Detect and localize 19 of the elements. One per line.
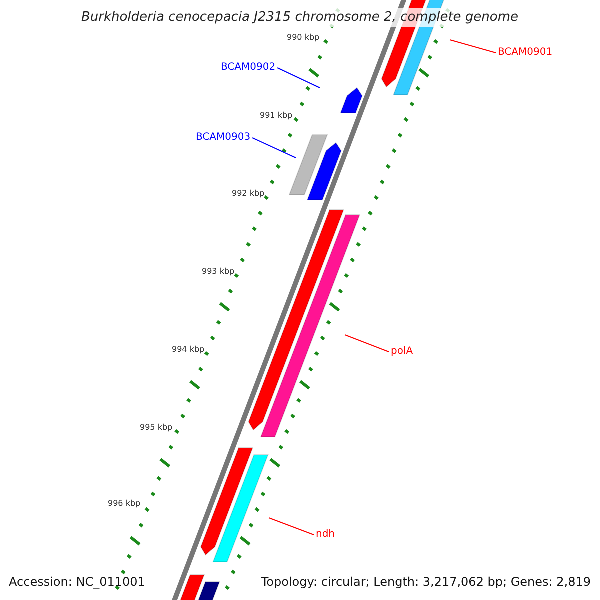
gene-label: polA <box>391 347 414 357</box>
gene-label: ndh <box>316 530 336 540</box>
scale-label: 991 kbp <box>260 112 293 120</box>
gene-label: BCAM0901 <box>498 48 553 58</box>
scale-label: 990 kbp <box>287 34 320 42</box>
scale-label: 994 kbp <box>172 346 205 354</box>
gene-label: BCAM0903 <box>196 133 251 143</box>
leader-line <box>450 40 496 54</box>
scale-label: 992 kbp <box>232 190 265 198</box>
scale-label: 996 kbp <box>108 500 141 508</box>
gene-label: BCAM0902 <box>221 63 276 73</box>
leader-line <box>344 334 390 352</box>
caption-text: Accession: NC_011001 <box>9 576 146 588</box>
leader-line <box>277 68 320 88</box>
leader-line <box>268 518 314 536</box>
scale-label: 993 kbp <box>202 268 235 276</box>
leader-line <box>252 138 296 158</box>
scale-label: 995 kbp <box>140 424 173 432</box>
caption-text: Topology: circular; Length: 3,217,062 bp; Genes: 2,819 <box>261 576 591 588</box>
